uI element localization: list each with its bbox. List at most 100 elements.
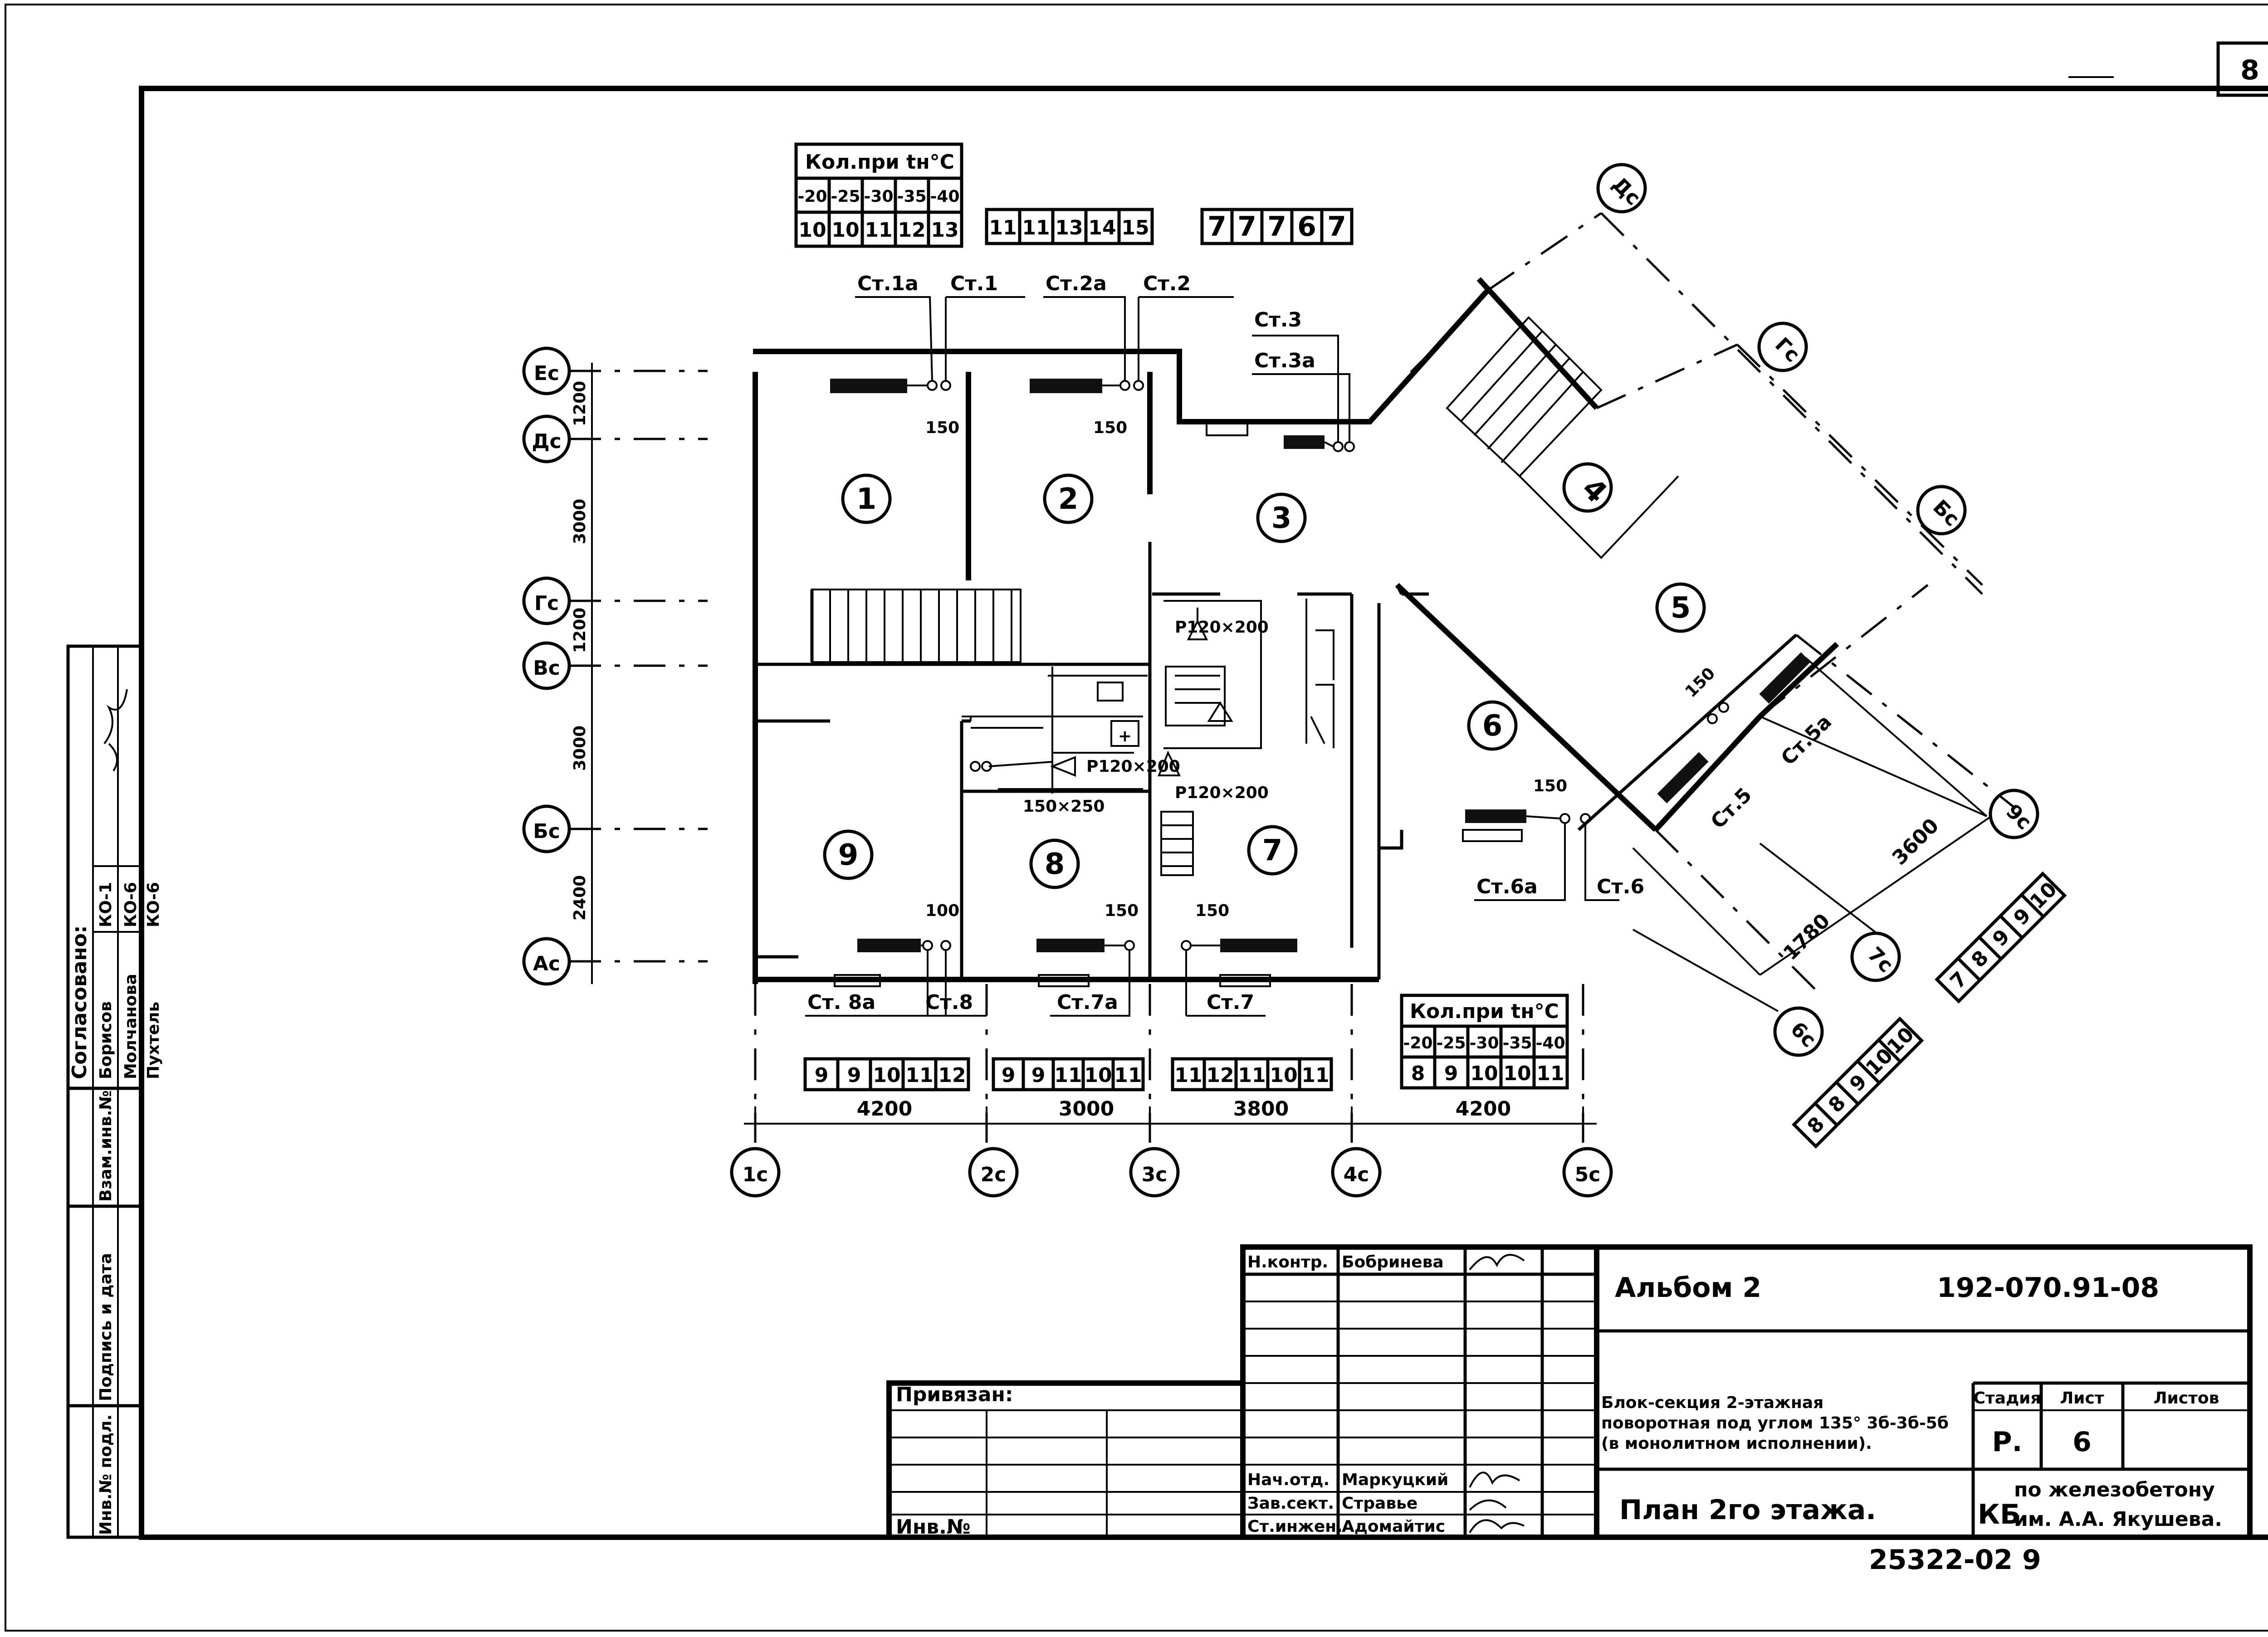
count-cell: 9 bbox=[1002, 1064, 1016, 1087]
dim-label: 100 bbox=[925, 901, 959, 920]
approval-code-3: КО-6 bbox=[144, 882, 163, 927]
count-cell: 12 bbox=[898, 219, 925, 242]
count-cell: 10 bbox=[1084, 1064, 1112, 1087]
room-number: 6 bbox=[1482, 709, 1503, 743]
sheet-number: 8 bbox=[2240, 54, 2259, 86]
axis-bubble: 4с bbox=[1344, 1163, 1369, 1186]
dim-label: 150 bbox=[1533, 777, 1567, 795]
count-cell: 10 bbox=[1270, 1064, 1297, 1087]
riser-label: Ст.5 bbox=[1706, 783, 1756, 833]
count-cell: 11 bbox=[905, 1064, 933, 1087]
dim-label: 1200 bbox=[571, 608, 589, 653]
count-cell: 11 bbox=[1174, 1064, 1202, 1087]
n-kontr-name: Бобринева bbox=[1342, 1253, 1444, 1272]
stage-value: Р. bbox=[1992, 1426, 2023, 1458]
description-line: поворотная под углом 135° 3б-3б-5б bbox=[1601, 1414, 1949, 1432]
dim-label: 2400 bbox=[571, 875, 589, 921]
sheet-value: 6 bbox=[2072, 1426, 2092, 1458]
temp-table-title: Кол.при tн°С bbox=[805, 151, 954, 174]
axis-bubble: Гс bbox=[534, 592, 559, 615]
riser-label: Ст.5а bbox=[1777, 710, 1836, 770]
axis-bubble: 5с bbox=[1575, 1163, 1601, 1186]
privyazan-label: Привязан: bbox=[896, 1383, 1013, 1406]
count-cell: 7 bbox=[1267, 211, 1286, 243]
count-cell: 11 bbox=[1301, 1064, 1329, 1087]
riser-label: Ст.1 bbox=[950, 272, 998, 295]
temp-cell: -40 bbox=[930, 187, 959, 206]
org-line: им. А.А. Якушева. bbox=[2014, 1508, 2222, 1531]
count-cell: 7 bbox=[1207, 211, 1227, 243]
count-cell: 9 bbox=[2009, 904, 2036, 930]
room-number: 7 bbox=[1262, 834, 1283, 867]
count-cell: 10 bbox=[2025, 877, 2061, 913]
radiators bbox=[830, 379, 1811, 987]
count-cell: 12 bbox=[938, 1064, 966, 1087]
axis-bubble: Вс bbox=[533, 657, 560, 680]
staff-role: Нач.отд. bbox=[1247, 1471, 1330, 1489]
building-walls: + bbox=[753, 349, 1429, 984]
count-cell: 11 bbox=[1114, 1064, 1142, 1087]
axis-bubble: Бс bbox=[533, 820, 560, 843]
axis-bubble: Ес bbox=[534, 362, 559, 385]
riser-label: Ст.2а bbox=[1046, 272, 1107, 295]
count-cell: 9 bbox=[1444, 1062, 1458, 1085]
dim-label: 3000 bbox=[1059, 1097, 1114, 1121]
riser-label: Ст. 8а bbox=[807, 991, 875, 1014]
count-cell: 9 bbox=[847, 1064, 861, 1087]
vent-label: Р120×200 bbox=[1086, 757, 1180, 776]
room-number: 1 bbox=[856, 482, 877, 516]
side-field-3: Инв.№ подл. bbox=[97, 1414, 115, 1535]
temp-cell: -20 bbox=[797, 187, 827, 206]
signature bbox=[1469, 1254, 1525, 1271]
document-code: 192-070.91-08 bbox=[1937, 1272, 2159, 1304]
dim-label: 150 bbox=[925, 419, 959, 437]
riser-label: Ст.7 bbox=[1207, 991, 1254, 1014]
org-line: по железобетону bbox=[2014, 1478, 2215, 1501]
dim-label: 3000 bbox=[571, 726, 589, 771]
temp-cell: -35 bbox=[897, 187, 926, 206]
count-cell: 9 bbox=[1988, 925, 2014, 951]
riser-label: Ст.3а bbox=[1254, 349, 1315, 372]
vent-label: 150×250 bbox=[1023, 797, 1105, 816]
count-cell: 12 bbox=[1206, 1064, 1234, 1087]
dim-label: 150 bbox=[1093, 419, 1127, 437]
vent-label: Р120×200 bbox=[1175, 784, 1269, 802]
count-cell: 9 bbox=[1031, 1064, 1046, 1087]
left-axes: Ес Дс Гс Вс Бс Ас 1200 3000 1200 3000 24… bbox=[522, 346, 708, 986]
count-cell: 13 bbox=[1055, 216, 1083, 239]
count-cell: 9 bbox=[1845, 1070, 1872, 1096]
count-cell: 8 bbox=[1803, 1112, 1829, 1139]
count-cell: 9 bbox=[815, 1064, 829, 1087]
staff-role: Ст.инжен. bbox=[1247, 1517, 1343, 1536]
room-number: 8 bbox=[1045, 848, 1065, 881]
approval-title: Согласовано: bbox=[68, 926, 91, 1080]
title-block: Н.контр. Бобринева Привязан: Инв.№ Нач.о… bbox=[886, 1244, 2253, 1540]
riser-label: Ст.6а bbox=[1476, 875, 1538, 898]
room-number: 9 bbox=[838, 838, 859, 872]
count-cell: 8 bbox=[1824, 1091, 1850, 1117]
dim-label: 3600 bbox=[1888, 814, 1944, 870]
bottom-counts: 9 9 10 11 12 9 9 11 10 11 11 12 11 10 11 bbox=[803, 1057, 1333, 1091]
temp-cell: -25 bbox=[1436, 1034, 1466, 1052]
count-cell: 6 bbox=[1297, 211, 1316, 243]
sheet-number-box bbox=[2216, 41, 2268, 97]
dim-label: 3000 bbox=[571, 499, 589, 544]
dim-label: 1200 bbox=[571, 381, 589, 426]
count-row-2: 11 11 13 14 15 bbox=[985, 208, 1154, 245]
axis-bubble: 2с bbox=[981, 1163, 1007, 1186]
count-cell: 11 bbox=[1054, 1064, 1082, 1087]
n-kontr-label: Н.контр. bbox=[1247, 1253, 1328, 1272]
description-line: (в монолитном исполнении). bbox=[1601, 1434, 1872, 1453]
staff-signatures bbox=[1469, 1471, 1525, 1534]
count-cell: 11 bbox=[1238, 1064, 1266, 1087]
riser-label: Ст.1а bbox=[857, 272, 919, 295]
riser-label: Ст.7а bbox=[1057, 991, 1118, 1014]
count-cell: 11 bbox=[1536, 1062, 1564, 1085]
riser-label: Ст.3 bbox=[1254, 308, 1302, 331]
count-cell: 11 bbox=[989, 216, 1017, 239]
side-field-1: Взам.инв.№ bbox=[97, 1090, 115, 1202]
dim-label: 150 bbox=[1681, 664, 1719, 701]
bottom-code: 25322-02 9 bbox=[1869, 1544, 2041, 1576]
